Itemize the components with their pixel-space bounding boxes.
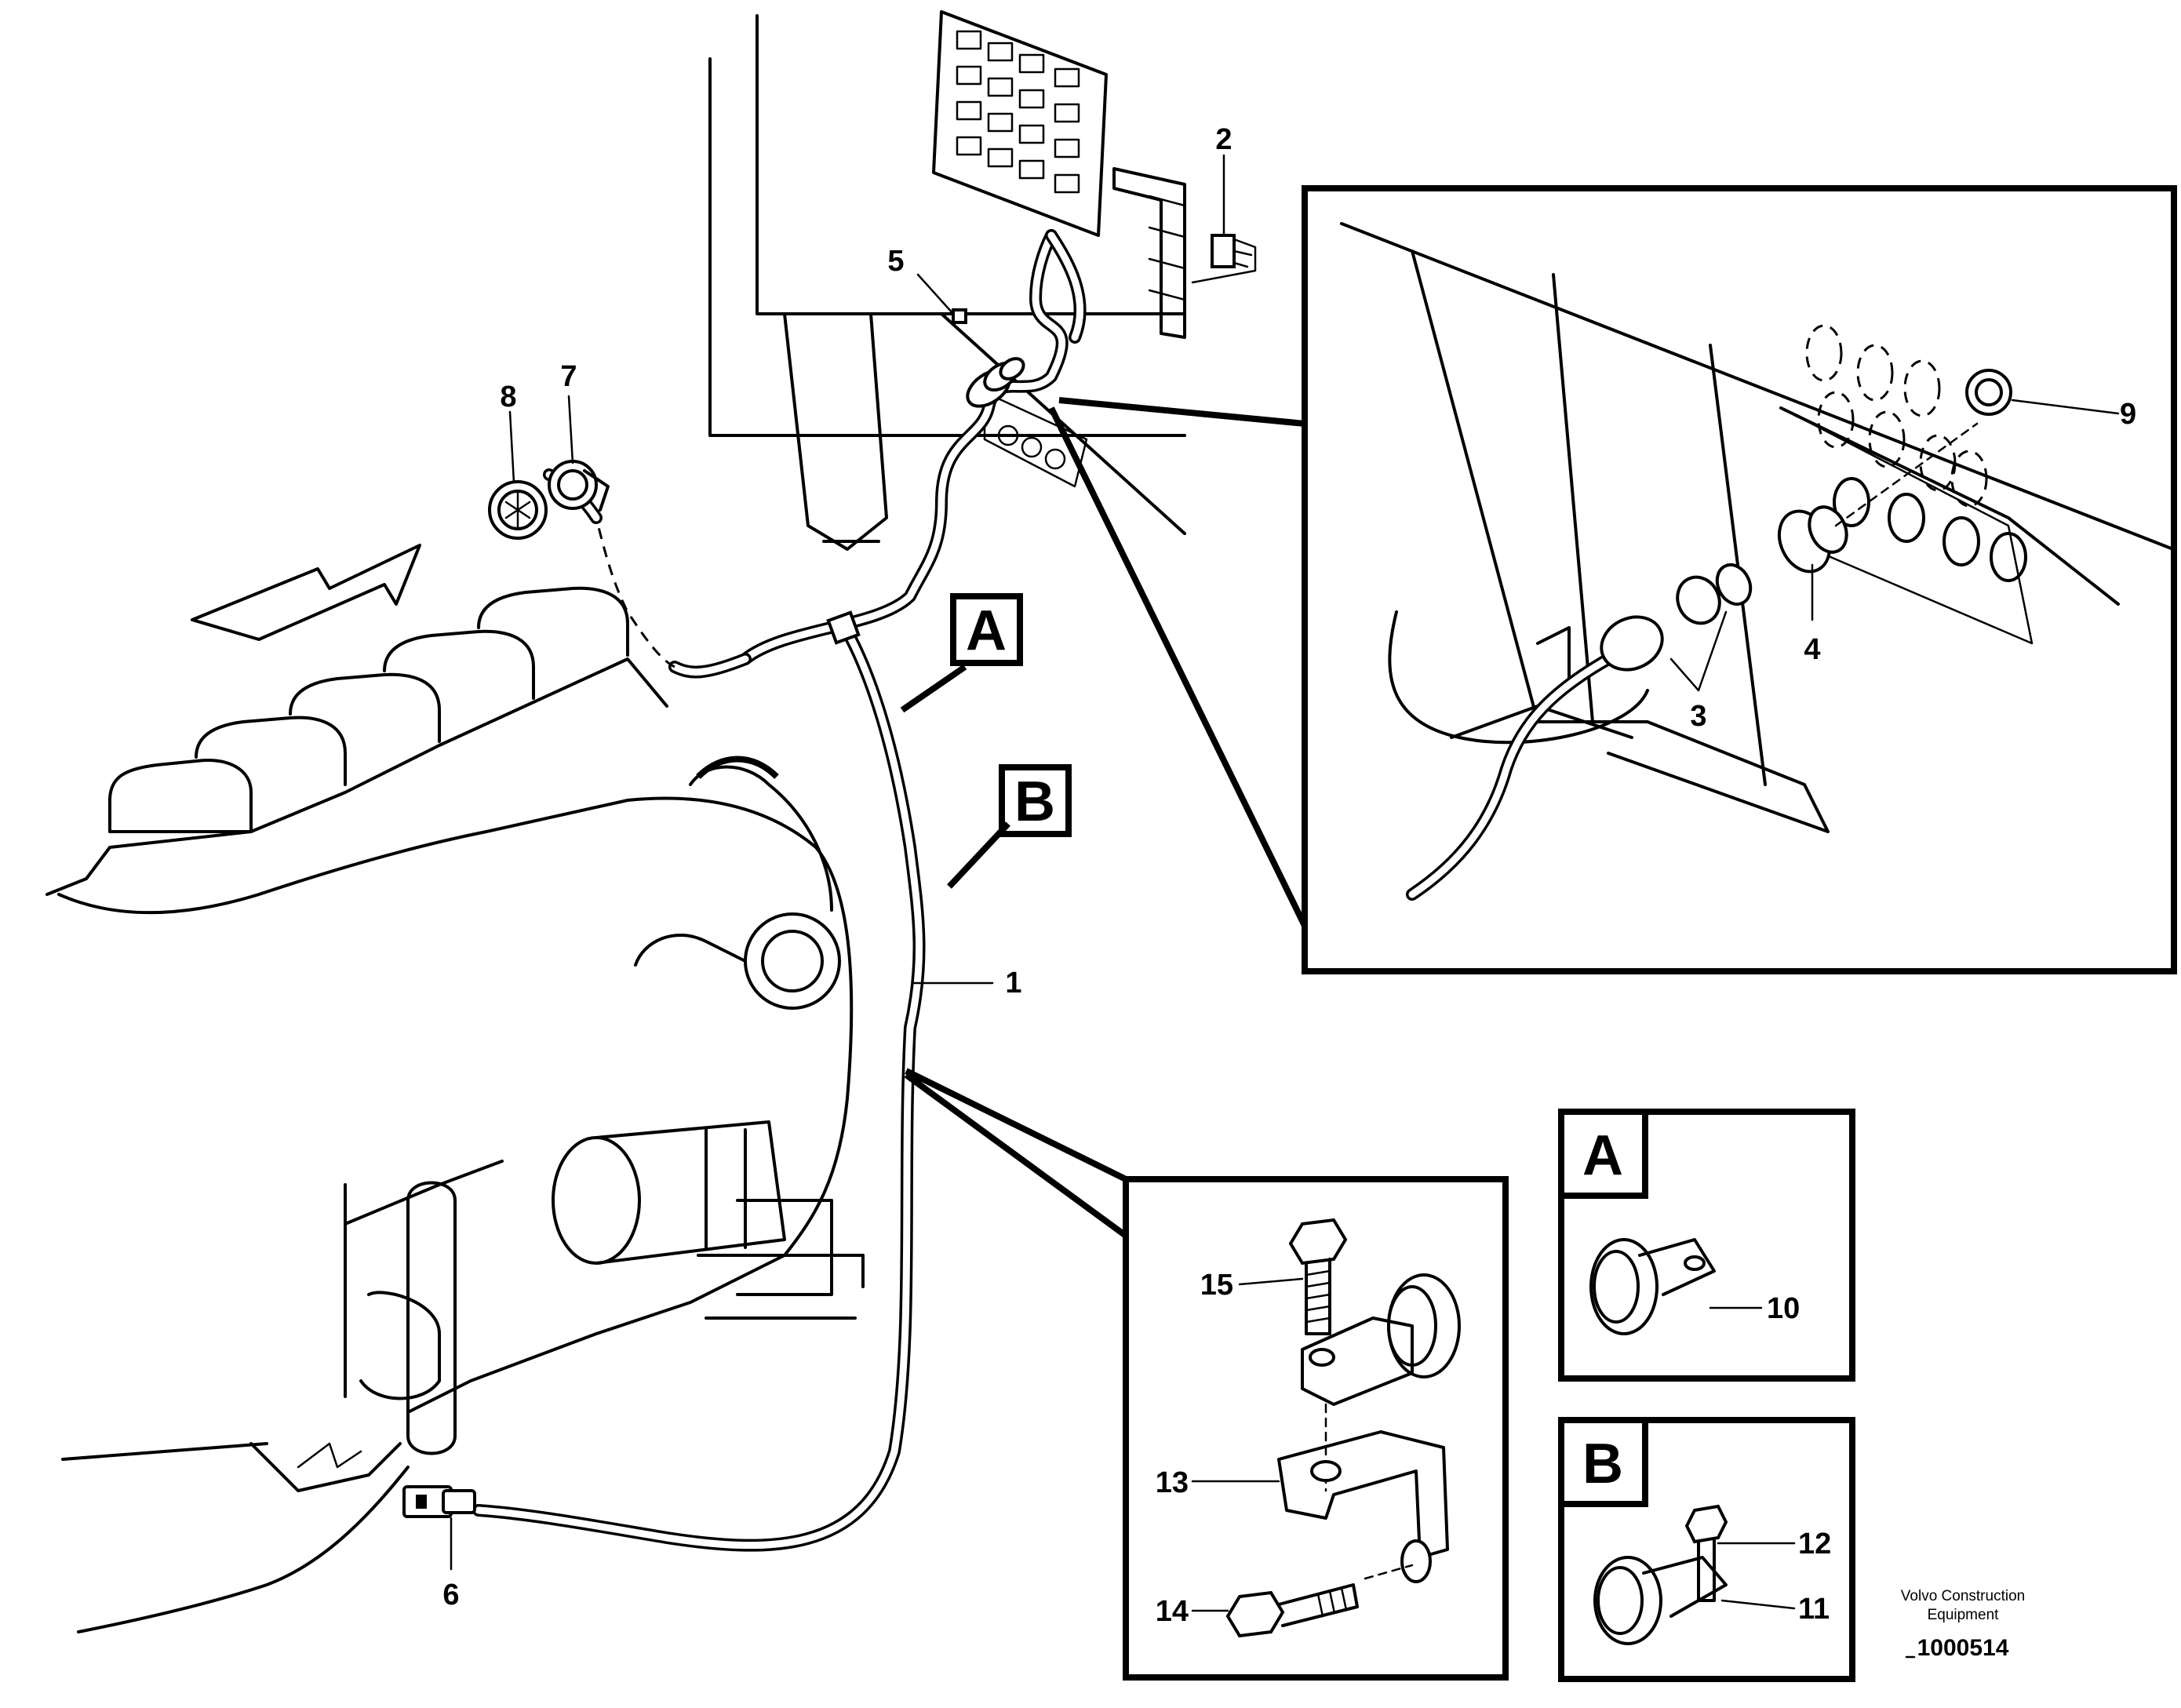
detail-box-b-label: B [1582, 1433, 1623, 1495]
connector-7 [548, 460, 610, 512]
callout-1: 1 [1005, 967, 1021, 1000]
cap-8 [488, 480, 548, 540]
bracket-leader [904, 1068, 1128, 1239]
drawing-number: 1000514 [1917, 1635, 2009, 1661]
callout-5: 5 [887, 245, 904, 278]
inset-leader [1048, 397, 1308, 927]
detail-box-b [1558, 1417, 1855, 1682]
callout-15: 15 [1200, 1269, 1233, 1302]
callout-3: 3 [1690, 700, 1706, 733]
detail-box-a-tab [1558, 1109, 1648, 1199]
leader-lines [450, 154, 2120, 1659]
callout-8: 8 [500, 381, 516, 413]
engine [46, 586, 865, 1633]
callout-11: 11 [1798, 1593, 1830, 1626]
detail-inset-connector [1302, 185, 2177, 974]
clamp-11-bolt-12 [1593, 1504, 1728, 1645]
brand-line-1: Volvo Construction [1901, 1588, 2025, 1604]
callout-14: 14 [1156, 1595, 1189, 1628]
callout-10: 10 [1767, 1292, 1800, 1325]
callout-7: 7 [560, 360, 577, 393]
hose-marker-a [900, 593, 1023, 713]
callout-2: 2 [1215, 123, 1232, 156]
clamp-10 [1589, 1238, 1716, 1335]
forward-arrow [191, 544, 421, 641]
cable-harness [472, 229, 1087, 1552]
callout-12: 12 [1798, 1528, 1831, 1561]
detail-box-b-tab [1558, 1417, 1648, 1507]
sensor-6 [402, 1485, 476, 1518]
bracket-assembly [1225, 1218, 1461, 1638]
electrical-panel [932, 10, 1257, 339]
detail-box-a-label: A [1582, 1124, 1623, 1187]
hose-marker-b-label: B [1014, 770, 1055, 833]
brand-line-2: Equipment [1928, 1607, 2000, 1623]
detail-box-a [1558, 1109, 1855, 1382]
hose-marker-b [947, 764, 1072, 889]
callout-9: 9 [2120, 398, 2136, 431]
callout-6: 6 [442, 1579, 459, 1611]
hose-marker-a-label: A [966, 599, 1007, 662]
detail-inset-bracket [1123, 1176, 1509, 1681]
detail-inset-content [1340, 222, 2175, 901]
callout-13: 13 [1156, 1466, 1189, 1499]
callout-4: 4 [1804, 633, 1820, 666]
